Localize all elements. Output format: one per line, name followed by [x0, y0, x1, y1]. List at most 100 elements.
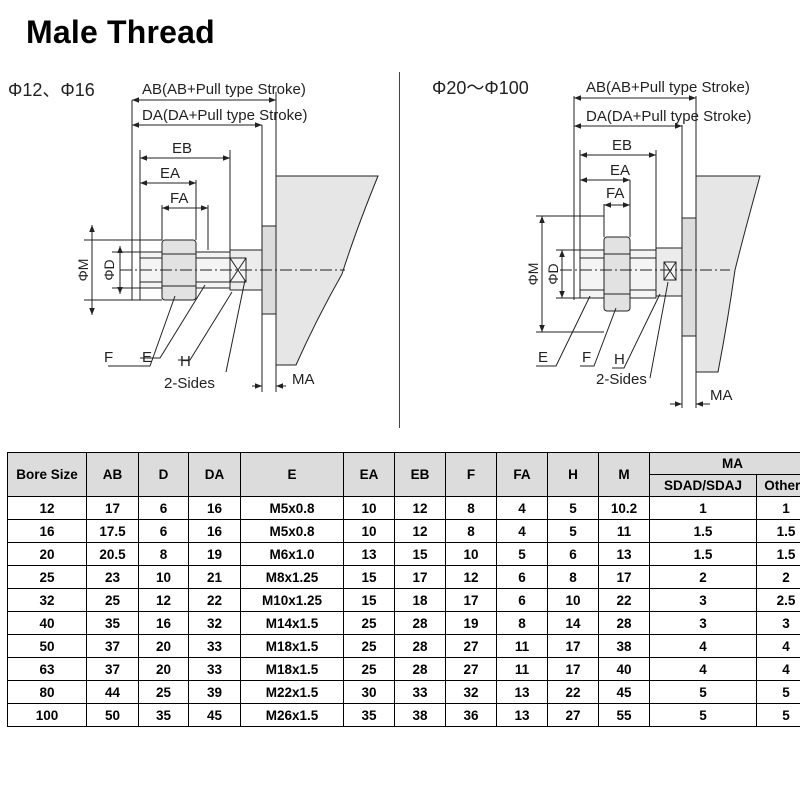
table-cell: 17	[86, 496, 139, 520]
table-cell: M18x1.5	[240, 634, 344, 658]
table-cell: 8	[138, 542, 189, 566]
table-cell: 27	[547, 703, 599, 727]
table-cell: 5	[649, 703, 757, 727]
table-cell: 5	[496, 542, 548, 566]
table-cell: M14x1.5	[240, 611, 344, 635]
table-cell: M10x1.25	[240, 588, 344, 612]
right-ma-label: MA	[710, 387, 733, 404]
table-cell: 11	[598, 519, 650, 543]
table-cell: 20.5	[86, 542, 139, 566]
header-ab: AB	[86, 452, 139, 497]
header-d: D	[138, 452, 189, 497]
table-cell: 32	[7, 588, 87, 612]
table-cell: 37	[86, 634, 139, 658]
table-cell: 1.5	[756, 519, 800, 543]
left-ma-label: MA	[292, 371, 315, 388]
left-eb-label: EB	[172, 140, 192, 157]
table-cell: 23	[86, 565, 139, 589]
table-cell: M8x1.25	[240, 565, 344, 589]
left-ab-label: AB(AB+Pull type Stroke)	[142, 81, 306, 98]
table-cell: 8	[496, 611, 548, 635]
table-cell: 17	[445, 588, 497, 612]
table-cell: 33	[188, 634, 241, 658]
table-cell: 4	[756, 657, 800, 681]
header-ea: EA	[343, 452, 395, 497]
right-da-label: DA(DA+Pull type Stroke)	[586, 108, 751, 125]
table-cell: 4	[649, 657, 757, 681]
right-flange	[681, 217, 697, 337]
table-cell: 25	[343, 611, 395, 635]
dimension-table: Bore Size AB D DA E EA EB F FA H M MA SD…	[7, 452, 800, 727]
table-cell: 11	[496, 634, 548, 658]
left-heading: Φ12、Φ16	[8, 80, 95, 100]
table-cell: 44	[86, 680, 139, 704]
table-cell: 36	[445, 703, 497, 727]
header-ma-others: Others	[756, 474, 800, 497]
table-cell: 5	[547, 496, 599, 520]
header-da: DA	[188, 452, 241, 497]
page-title: Male Thread	[26, 14, 215, 50]
table-cell: 35	[86, 611, 139, 635]
table-cell: 38	[598, 634, 650, 658]
table-cell: 5	[649, 680, 757, 704]
table-cell: 1.5	[649, 519, 757, 543]
right-sides-label: 2-Sides	[596, 371, 647, 388]
right-h-label: H	[614, 351, 625, 368]
table-cell: 13	[598, 542, 650, 566]
table-cell: 28	[394, 657, 446, 681]
right-ea-label: EA	[610, 162, 630, 179]
table-cell: 12	[394, 496, 446, 520]
table-cell: 2.5	[756, 588, 800, 612]
table-cell: M6x1.0	[240, 542, 344, 566]
right-cylinder-body	[695, 175, 761, 373]
table-cell: 35	[343, 703, 395, 727]
table-cell: 25	[343, 657, 395, 681]
table-cell: 14	[547, 611, 599, 635]
table-cell: 28	[598, 611, 650, 635]
table-cell: 12	[138, 588, 189, 612]
technical-drawings: Φ12、Φ16	[8, 78, 761, 408]
left-f-label: F	[104, 349, 113, 366]
left-fa-label: FA	[170, 190, 188, 207]
table-cell: 50	[7, 634, 87, 658]
table-cell: 20	[138, 657, 189, 681]
drawing-divider	[399, 72, 400, 428]
table-cell: 55	[598, 703, 650, 727]
table-cell: 2	[649, 565, 757, 589]
table-cell: 28	[394, 611, 446, 635]
table-cell: 10	[343, 496, 395, 520]
table-cell: 1.5	[649, 542, 757, 566]
table-cell: 16	[7, 519, 87, 543]
table-cell: 11	[496, 657, 548, 681]
table-cell: 4	[496, 519, 548, 543]
table-cell: 39	[188, 680, 241, 704]
right-fa-label: FA	[606, 185, 624, 202]
table-cell: 5	[756, 703, 800, 727]
header-bore-size: Bore Size	[7, 452, 87, 497]
table-cell: 4	[496, 496, 548, 520]
table-cell: 19	[188, 542, 241, 566]
header-e: E	[240, 452, 344, 497]
table-cell: M5x0.8	[240, 519, 344, 543]
table-cell: 28	[394, 634, 446, 658]
table-cell: 33	[188, 657, 241, 681]
header-ma: MA	[649, 452, 800, 475]
table-cell: 4	[756, 634, 800, 658]
right-m-label: ΦM	[525, 263, 541, 286]
header-eb: EB	[394, 452, 446, 497]
header-ma-sdad-sdaj: SDAD/SDAJ	[649, 474, 757, 497]
table-cell: 6	[496, 588, 548, 612]
table-cell: 35	[138, 703, 189, 727]
table-cell: 10	[445, 542, 497, 566]
right-ab-label: AB(AB+Pull type Stroke)	[586, 79, 750, 96]
table-cell: 32	[445, 680, 497, 704]
table-cell: 45	[188, 703, 241, 727]
